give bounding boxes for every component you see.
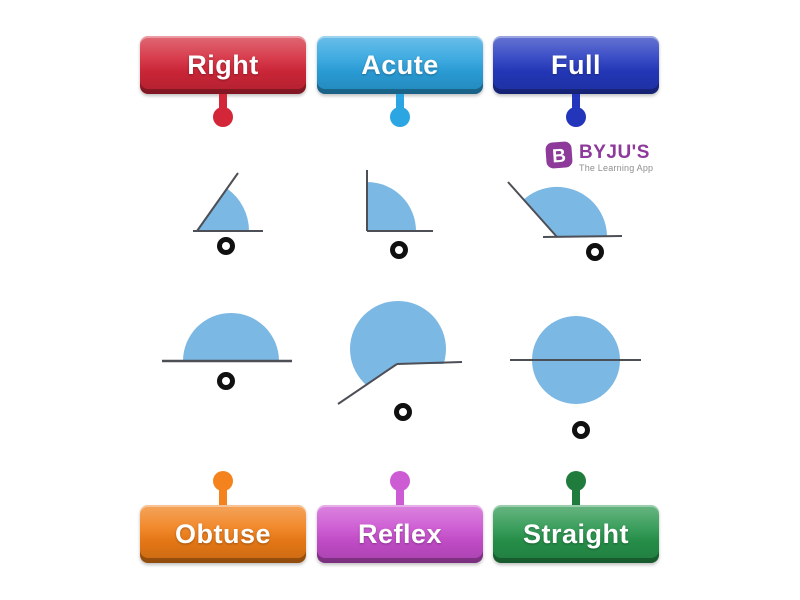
tag-stem — [396, 94, 404, 114]
answer-slot-obtuse-diagram[interactable] — [586, 243, 604, 261]
straight-angle-sector — [183, 313, 279, 361]
answer-slot-reflex-diagram[interactable] — [394, 403, 412, 421]
answer-slot-acute-diagram[interactable] — [217, 237, 235, 255]
acute-slant-ray — [196, 172, 239, 232]
angle-diagram-full — [510, 316, 641, 404]
byjus-logo-mark-icon: B — [545, 141, 573, 169]
obtuse-slant-ray — [507, 181, 558, 238]
tag-pin-acute[interactable] — [390, 107, 410, 127]
tag-label-acute: Acute — [361, 49, 439, 80]
byjus-tagline-text: The Learning App — [579, 163, 654, 173]
angle-diagram-straight — [162, 313, 292, 363]
answer-slot-full-diagram[interactable] — [572, 421, 590, 439]
tag-label-straight: Straight — [522, 518, 629, 549]
reflex-base-ray — [396, 361, 463, 365]
tag-pin-right[interactable] — [213, 107, 233, 127]
tag-label-obtuse: Obtuse — [174, 518, 271, 549]
tag-label-full: Full — [551, 49, 601, 80]
tag-label-right: Right — [187, 49, 259, 80]
tag-stem — [219, 94, 227, 114]
tag-stem — [572, 489, 580, 506]
obtuse-base-ray — [542, 235, 623, 238]
angle-diagram-acute — [193, 172, 263, 232]
answer-tag-reflex[interactable]: Reflex — [317, 505, 483, 563]
answer-tag-straight[interactable]: Straight — [493, 505, 659, 563]
reflex-slant-ray — [337, 363, 398, 405]
svg-text:B: B — [552, 146, 567, 168]
answer-slot-right-diagram[interactable] — [390, 241, 408, 259]
answer-tag-right[interactable]: Right — [140, 36, 306, 94]
tag-stem — [572, 94, 580, 114]
answer-tag-obtuse[interactable]: Obtuse — [140, 505, 306, 563]
tag-stem — [396, 489, 404, 506]
tag-pin-reflex[interactable] — [390, 471, 410, 491]
obtuse-angle-sector — [523, 186, 608, 237]
right-angle-sector — [367, 182, 416, 231]
acute-angle-sector — [197, 188, 249, 231]
answer-tag-full[interactable]: Full — [493, 36, 659, 94]
tag-pin-straight[interactable] — [566, 471, 586, 491]
reflex-cutout-wedge — [330, 364, 465, 410]
byjus-logo: B BYJU'S The Learning App — [544, 140, 653, 173]
answer-slot-straight-diagram[interactable] — [217, 372, 235, 390]
angle-diagram-obtuse — [507, 181, 623, 238]
tag-pin-full[interactable] — [566, 107, 586, 127]
tag-stem — [219, 489, 227, 506]
angle-diagram-right — [366, 170, 433, 232]
tag-label-reflex: Reflex — [357, 518, 443, 549]
byjus-brand-text: BYJU'S — [579, 142, 650, 163]
answer-tag-acute[interactable]: Acute — [317, 36, 483, 94]
tag-pin-obtuse[interactable] — [213, 471, 233, 491]
angle-diagram-reflex — [330, 301, 465, 410]
